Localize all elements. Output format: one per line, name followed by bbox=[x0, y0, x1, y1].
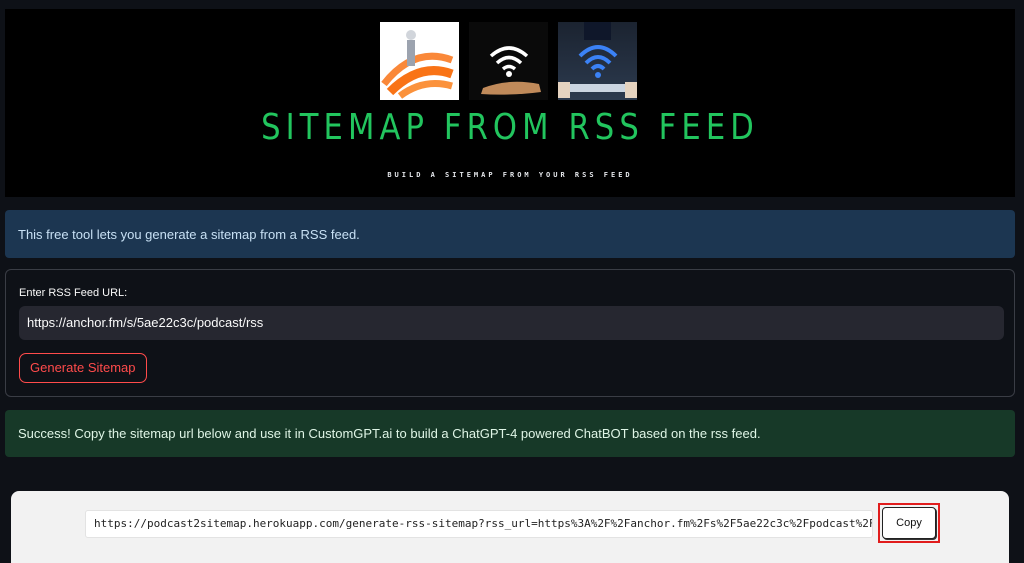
wifi-tablet-image bbox=[558, 22, 637, 100]
header-banner: SITEMAP FROM RSS FEED BUILD A SITEMAP FR… bbox=[5, 9, 1015, 197]
rss-url-label: Enter RSS Feed URL: bbox=[19, 287, 128, 299]
rss-url-input[interactable]: https://anchor.fm/s/5ae22c3c/podcast/rss bbox=[19, 306, 1004, 340]
copy-panel: https://podcast2sitemap.herokuapp.com/ge… bbox=[11, 491, 1009, 563]
info-alert: This free tool lets you generate a sitem… bbox=[5, 210, 1015, 258]
copy-button-highlight bbox=[878, 503, 940, 543]
sitemap-url-field[interactable]: https://podcast2sitemap.herokuapp.com/ge… bbox=[85, 510, 873, 538]
wifi-hand-image bbox=[469, 22, 548, 100]
copy-button[interactable]: Copy bbox=[882, 507, 936, 539]
podcast-signal-image bbox=[380, 22, 459, 100]
banner-subtitle: BUILD A SITEMAP FROM YOUR RSS FEED bbox=[387, 171, 633, 179]
info-alert-text: This free tool lets you generate a sitem… bbox=[18, 226, 360, 242]
success-alert-text: Success! Copy the sitemap url below and … bbox=[18, 426, 761, 441]
success-alert: Success! Copy the sitemap url below and … bbox=[5, 410, 1015, 457]
rss-form: Enter RSS Feed URL: https://anchor.fm/s/… bbox=[5, 269, 1015, 397]
generate-sitemap-button[interactable]: Generate Sitemap bbox=[19, 353, 147, 383]
banner-title: SITEMAP FROM RSS FEED bbox=[261, 107, 759, 148]
